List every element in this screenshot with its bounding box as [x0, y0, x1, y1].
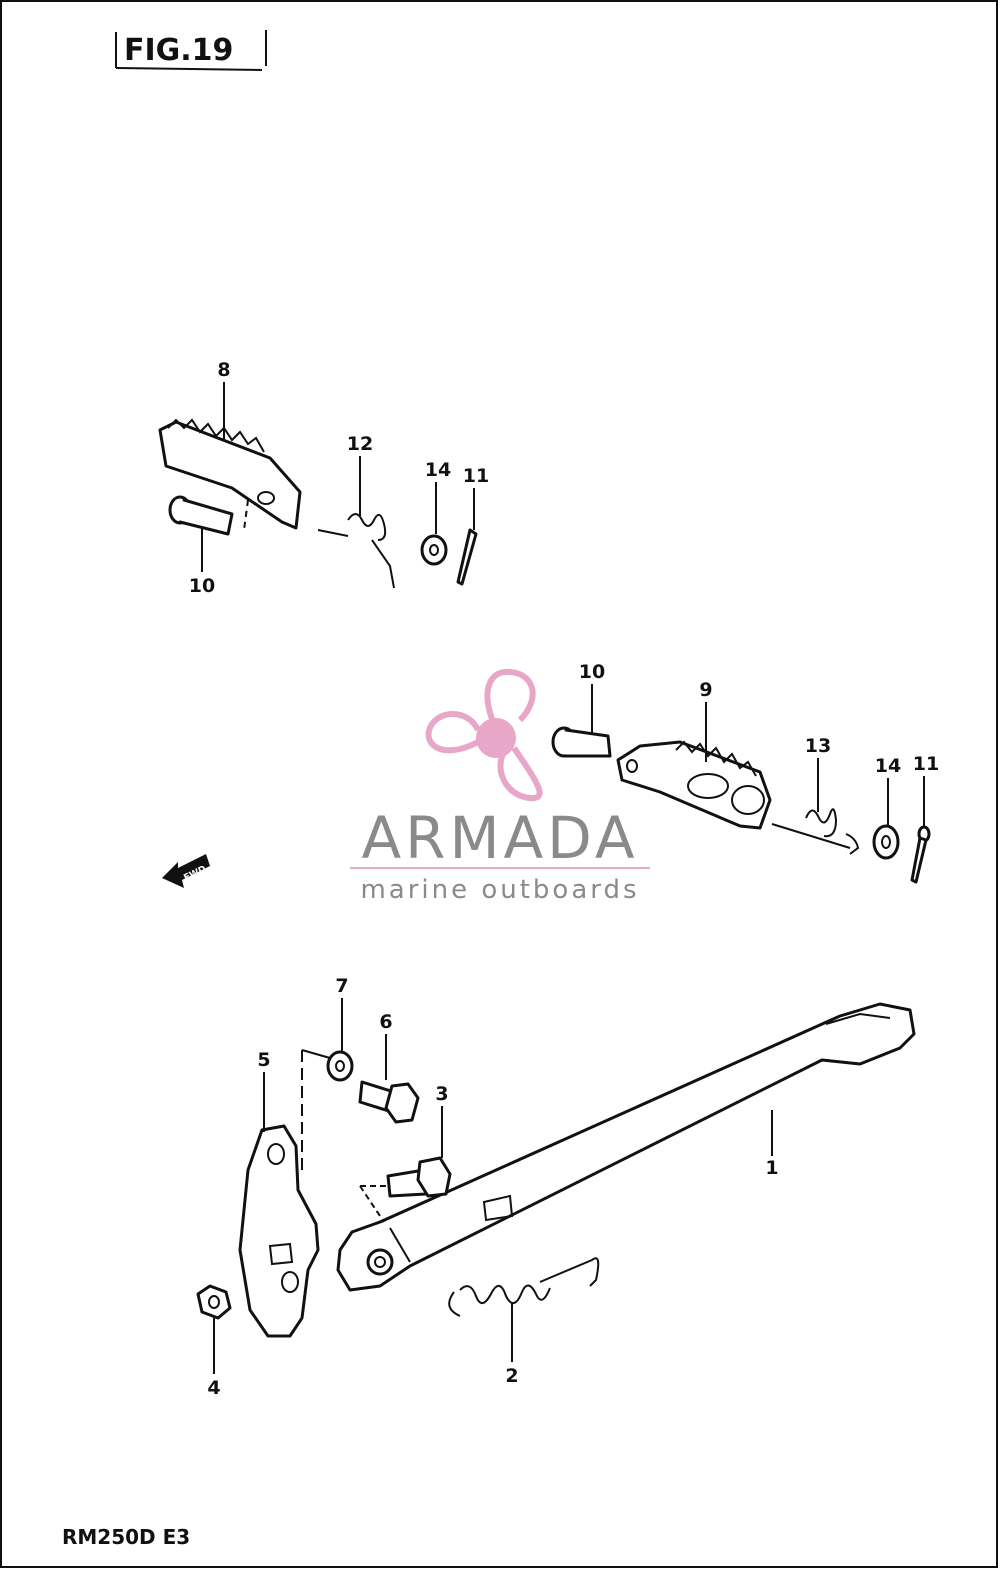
watermark-logo: ARMADA marine outboards [350, 668, 650, 905]
watermark-brand: ARMADA [361, 804, 638, 872]
callout-6: 6 [379, 1011, 392, 1033]
footrest-left [158, 418, 302, 531]
model-code: RM250D E3 [62, 1525, 190, 1549]
spring-right [771, 808, 860, 855]
watermark-tagline: marine outboards [360, 875, 639, 905]
bolt-6 [358, 1080, 420, 1124]
washer-7 [326, 1050, 354, 1082]
clevis-pin-right [551, 726, 612, 758]
leader-lines [201, 382, 925, 1374]
callout-1: 1 [765, 1157, 778, 1179]
callouts: 8 12 14 11 10 10 9 13 14 11 7 6 5 3 1 4 … [189, 359, 939, 1399]
figure-number: FIG.19 [124, 33, 233, 68]
fwd-arrow: FWD [162, 854, 210, 888]
callout-11b: 11 [913, 753, 939, 775]
callout-11a: 11 [463, 465, 489, 487]
callout-2: 2 [505, 1365, 518, 1387]
callout-4: 4 [207, 1377, 220, 1399]
callout-13: 13 [805, 735, 831, 757]
callout-10b: 10 [579, 661, 605, 683]
callout-5: 5 [257, 1049, 270, 1071]
spring-left [317, 513, 395, 589]
bracket [238, 1049, 331, 1338]
washer-left [420, 534, 448, 566]
cotter-pin-right [910, 825, 931, 884]
callout-12: 12 [347, 433, 373, 455]
clevis-pin-left [168, 495, 234, 536]
callout-3: 3 [435, 1083, 448, 1105]
side-stand [336, 1002, 916, 1292]
callout-9: 9 [699, 679, 712, 701]
spring-2 [448, 1257, 600, 1317]
figure-label: FIG.19 [115, 30, 267, 71]
cotter-pin-left [456, 528, 478, 586]
callout-10a: 10 [189, 575, 215, 597]
bolt-3 [359, 1156, 452, 1223]
callout-8: 8 [217, 359, 230, 381]
footrest-right [616, 740, 772, 830]
callout-14a: 14 [425, 459, 451, 481]
propeller-icon [425, 668, 543, 802]
callout-7: 7 [335, 975, 348, 997]
nut-4 [196, 1284, 232, 1320]
callout-14b: 14 [875, 755, 901, 777]
washer-right [872, 824, 900, 860]
